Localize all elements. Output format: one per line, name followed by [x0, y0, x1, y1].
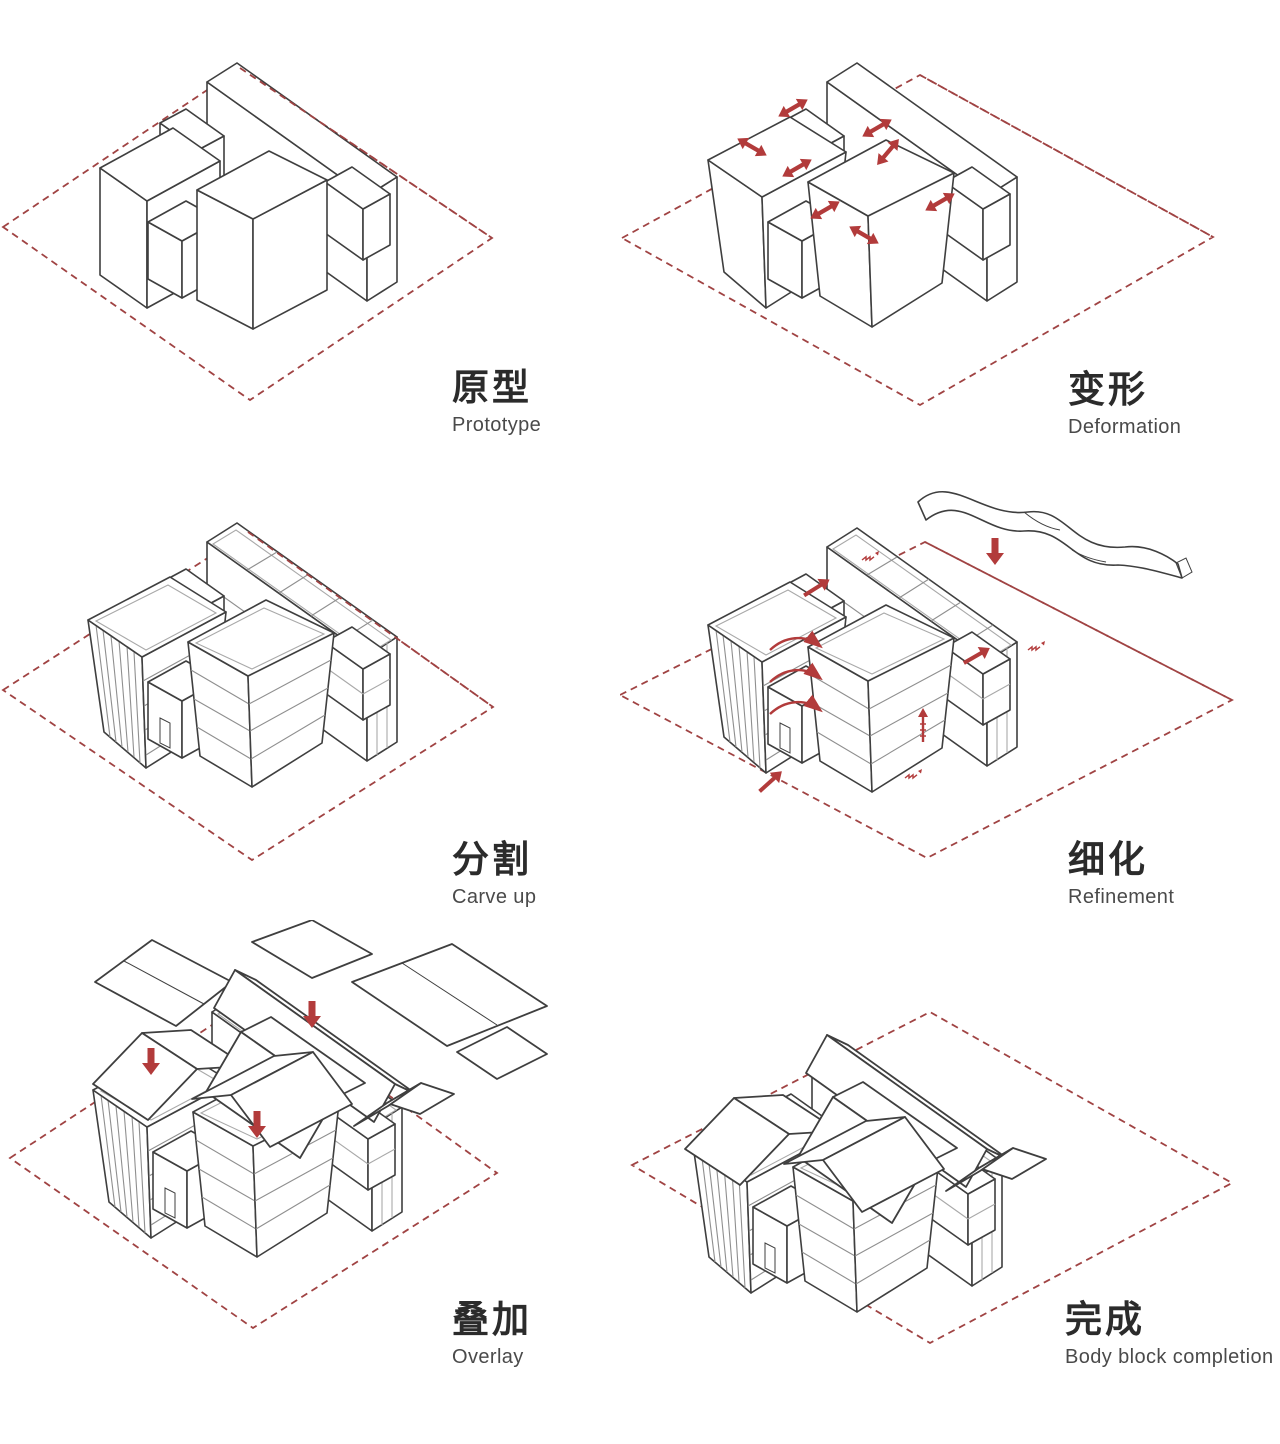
panel-carve-up: 分割 Carve up [0, 480, 620, 930]
site-boundary [620, 73, 1215, 407]
panel-prototype: 原型 Prototype [0, 20, 620, 470]
site-boundary [620, 540, 1234, 860]
prototype-diagram [1, 20, 494, 402]
floating-roofs [92, 920, 548, 1159]
building-massing [88, 523, 397, 787]
carve-up-diagram [1, 480, 495, 862]
panel-title-zh: 分割 [452, 840, 532, 881]
panel-caption: 分割 Carve up [452, 842, 536, 909]
panel-deformation: 变形 Deformation [620, 20, 1280, 470]
panel-title-en: Overlay [452, 1346, 524, 1368]
panel-caption: 变形 Deformation [1068, 372, 1181, 439]
panel-refinement: 细化 Refinement [620, 460, 1280, 930]
panel-title-en: Prototype [452, 414, 542, 436]
site-boundary-overlap [919, 74, 1214, 238]
panel-title-zh: 变形 [1068, 370, 1148, 411]
panel-title-zh: 细化 [1068, 840, 1148, 881]
panel-title-en: Carve up [452, 886, 537, 908]
deformation-diagram [620, 20, 1215, 407]
refinement-diagram [620, 491, 1234, 860]
wavy-roof-band [917, 491, 1193, 579]
panel-caption: 细化 Refinement [1068, 842, 1174, 909]
panel-title-en: Deformation [1068, 416, 1182, 438]
site-boundary-overlap [924, 541, 1233, 701]
panel-title-en: Body block completion [1065, 1346, 1274, 1368]
site-boundary-overlap [247, 531, 494, 708]
refinement-arrows [754, 538, 1004, 797]
panel-title-zh: 叠加 [452, 1300, 532, 1341]
panel-caption: 完成 Body block completion [1065, 1302, 1274, 1369]
panel-title-zh: 完成 [1065, 1300, 1145, 1341]
stair-arrow [918, 708, 928, 742]
overlay-diagram [8, 920, 548, 1330]
panel-caption: 原型 Prototype [452, 370, 541, 437]
panel-title-zh: 原型 [452, 368, 532, 409]
panel-overlay: 叠加 Overlay [0, 920, 620, 1390]
building-massing [100, 63, 397, 329]
site-boundary-overlap [239, 67, 493, 239]
panel-caption: 叠加 Overlay [452, 1302, 532, 1369]
panel-completion: 完成 Body block completion [620, 950, 1280, 1400]
panel-title-en: Refinement [1068, 886, 1175, 908]
